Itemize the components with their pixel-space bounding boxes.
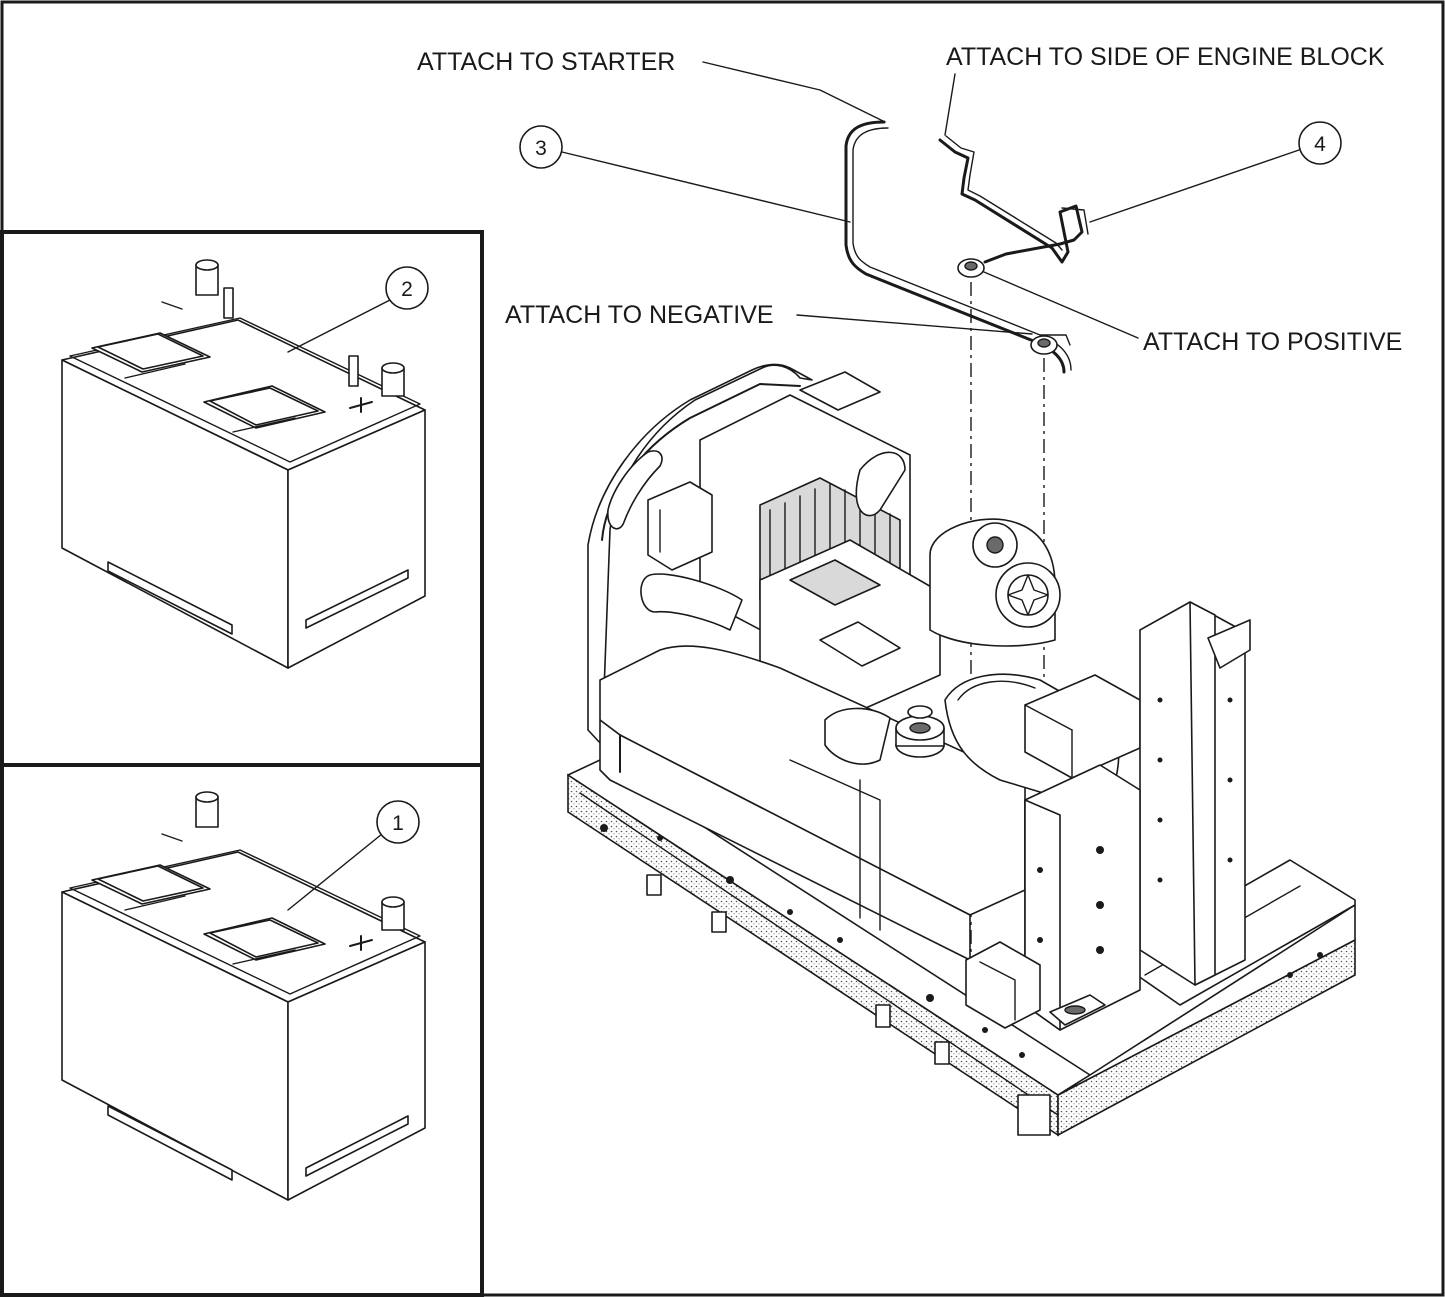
inset-panel-battery-1 xyxy=(0,763,484,1297)
battery-2-drawing xyxy=(61,259,426,669)
item-number-2: 2 xyxy=(401,278,413,301)
item-bubble-2: 2 xyxy=(385,266,429,310)
generator-assembly-drawing xyxy=(567,363,1356,1137)
cable-4-positive-lug xyxy=(957,258,985,278)
fuel-cap xyxy=(895,705,945,758)
callout-attach-to-starter: ATTACH TO STARTER xyxy=(417,48,675,76)
battery-1-negative-terminal xyxy=(195,791,219,828)
battery-1-positive-terminal xyxy=(381,896,405,931)
item-number-1: 1 xyxy=(392,812,404,835)
battery-1-drawing xyxy=(61,791,426,1201)
callout-attach-to-engine-block: ATTACH TO SIDE OF ENGINE BLOCK xyxy=(946,43,1385,71)
item-bubble-3: 3 xyxy=(519,125,563,169)
item-bubble-4: 4 xyxy=(1298,121,1342,165)
item-number-4: 4 xyxy=(1314,133,1326,156)
cable-4-drawing xyxy=(938,135,1089,278)
item-bubble-1: 1 xyxy=(376,800,420,844)
callout-attach-to-positive: ATTACH TO POSITIVE xyxy=(1143,328,1402,356)
battery-2-positive-terminal xyxy=(381,362,405,397)
item-number-3: 3 xyxy=(535,137,547,160)
cable-3-negative-lug xyxy=(1030,335,1058,355)
battery-2-negative-terminal xyxy=(195,259,219,296)
cable-3-drawing xyxy=(844,120,1072,374)
callout-attach-to-negative: ATTACH TO NEGATIVE xyxy=(505,301,774,329)
